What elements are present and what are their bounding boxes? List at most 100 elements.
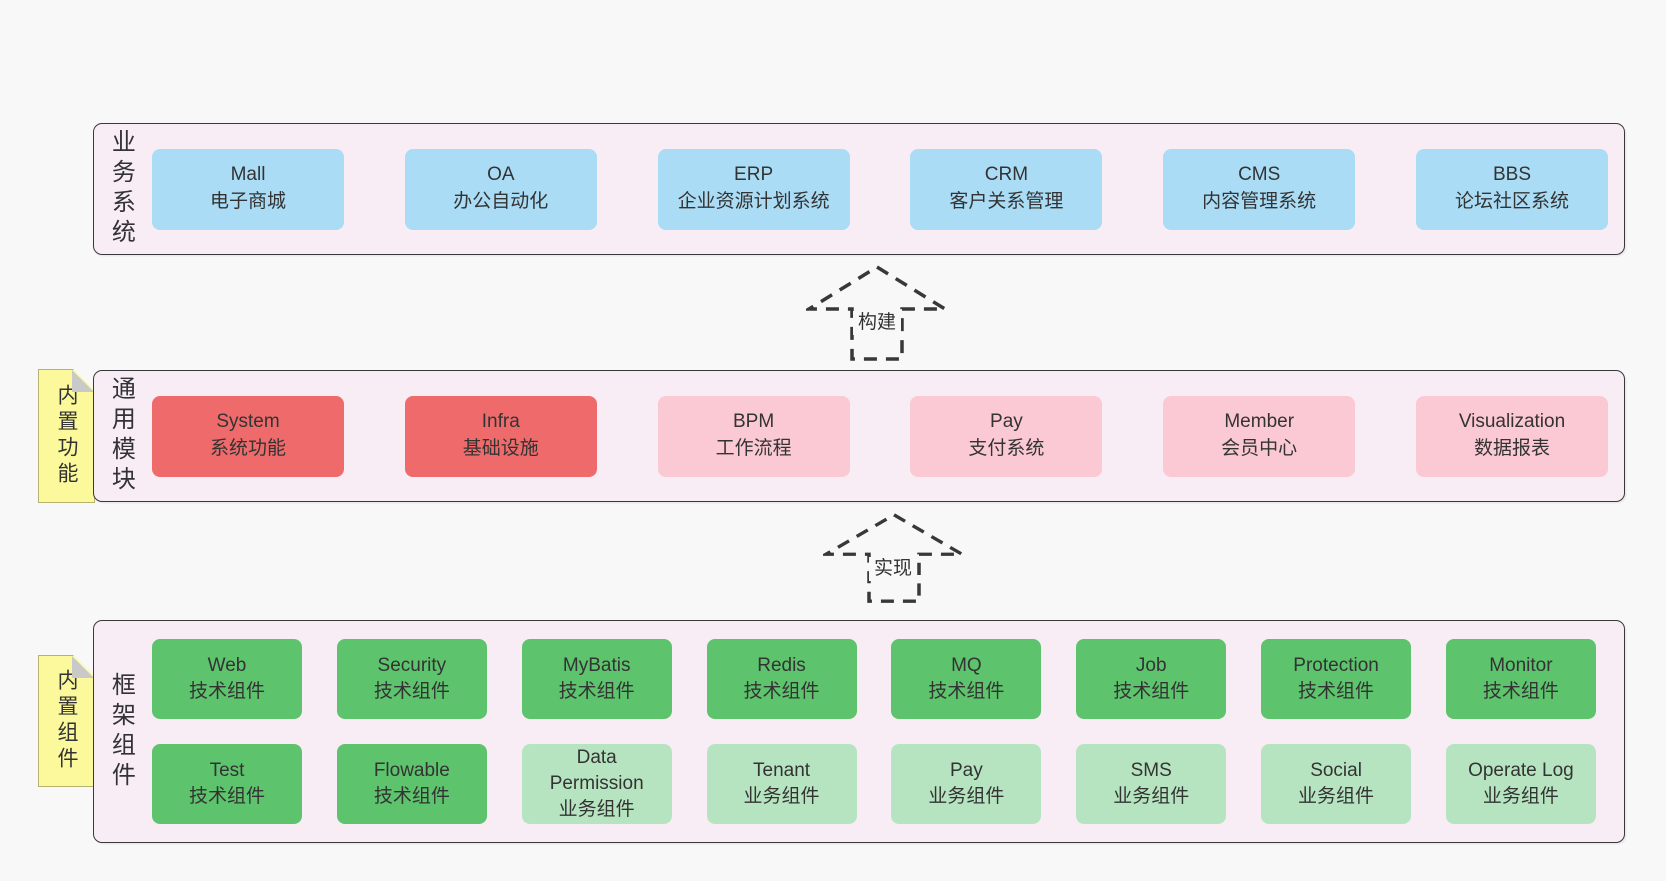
box-subtitle: 内容管理系统 bbox=[1202, 191, 1317, 212]
box-subtitle: 技术组件 bbox=[1113, 681, 1190, 702]
box-social: Social 业务组件 bbox=[1261, 744, 1412, 824]
box-crm: CRM 客户关系管理 bbox=[910, 148, 1103, 230]
box-subtitle: 业务组件 bbox=[743, 786, 820, 807]
box-title: Member bbox=[1224, 411, 1295, 433]
box-title: CMS bbox=[1238, 164, 1281, 186]
box-title: Job bbox=[1135, 654, 1167, 676]
box-subtitle: 技术组件 bbox=[188, 681, 265, 702]
box-title: MyBatis bbox=[562, 654, 631, 676]
box-title: CRM bbox=[984, 164, 1029, 186]
panel-business-systems: 业务系统 Mall 电子商城 OA 办公自动化 ERP 企业资源计划系统 CRM 客户关系管理… bbox=[93, 123, 1625, 255]
box-member: Member 会员中心 bbox=[1163, 395, 1356, 477]
box-bbs: BBS 论坛社区系统 bbox=[1415, 148, 1608, 230]
box-title: Operate Log bbox=[1468, 759, 1574, 781]
box-subtitle: 论坛社区系统 bbox=[1454, 191, 1569, 212]
box-title: BBS bbox=[1492, 164, 1531, 186]
box-cms: CMS 内容管理系统 bbox=[1163, 148, 1356, 230]
box-subtitle: 技术组件 bbox=[743, 681, 820, 702]
panel-label-business-systems: 业务系统 bbox=[107, 129, 135, 249]
box-title: Redis bbox=[757, 654, 806, 676]
box-title: Pay bbox=[990, 411, 1023, 433]
box-tenant: Tenant 业务组件 bbox=[706, 744, 857, 824]
panel-common-modules: 通用模块 System 系统功能 Infra 基础设施 BPM 工作流程 Pay 支付系统 Me… bbox=[93, 370, 1625, 502]
box-title: Mall bbox=[230, 164, 266, 186]
box-infra: Infra 基础设施 bbox=[404, 395, 597, 477]
box-operate-log: Operate Log 业务组件 bbox=[1445, 744, 1596, 824]
box-title: Security bbox=[377, 654, 447, 676]
box-title: OA bbox=[487, 164, 515, 186]
box-web: Web 技术组件 bbox=[152, 639, 302, 719]
box-mq: MQ 技术组件 bbox=[891, 639, 1042, 719]
arrow-implement-icon bbox=[823, 512, 965, 603]
arrow-build-label: 构建 bbox=[853, 311, 901, 335]
common-modules-box-row: System 系统功能 Infra 基础设施 BPM 工作流程 Pay 支付系统 Member 会… bbox=[146, 395, 1624, 477]
box-oa: OA 办公自动化 bbox=[404, 148, 597, 230]
box-subtitle: 业务组件 bbox=[1113, 786, 1190, 807]
box-title: BPM bbox=[733, 411, 775, 433]
box-subtitle: 数据报表 bbox=[1473, 438, 1550, 459]
box-subtitle: 技术组件 bbox=[373, 786, 450, 807]
box-title: Data Permission bbox=[549, 746, 644, 794]
box-subtitle: 业务组件 bbox=[1298, 786, 1375, 807]
box-pay: Pay 支付系统 bbox=[910, 395, 1103, 477]
box-bpm: BPM 工作流程 bbox=[657, 395, 850, 477]
box-subtitle: 电子商城 bbox=[209, 191, 286, 212]
box-subtitle: 系统功能 bbox=[209, 438, 286, 459]
box-title: MQ bbox=[951, 654, 982, 676]
arrow-implement-label: 实现 bbox=[869, 557, 917, 581]
box-title: Social bbox=[1310, 759, 1362, 781]
box-erp: ERP 企业资源计划系统 bbox=[657, 148, 850, 230]
box-subtitle: 办公自动化 bbox=[453, 191, 549, 212]
box-title: Tenant bbox=[753, 759, 811, 781]
box-subtitle: 技术组件 bbox=[558, 681, 635, 702]
arrow-build-icon bbox=[806, 264, 948, 361]
box-monitor: Monitor 技术组件 bbox=[1445, 639, 1596, 719]
box-title: Infra bbox=[481, 411, 520, 433]
box-subtitle: 企业资源计划系统 bbox=[677, 191, 830, 212]
box-subtitle: 工作流程 bbox=[715, 438, 792, 459]
box-title: Web bbox=[207, 654, 247, 676]
note-built-in-features-label: 内置功能 bbox=[55, 384, 78, 488]
box-subtitle: 会员中心 bbox=[1221, 438, 1298, 459]
box-title: Monitor bbox=[1489, 654, 1553, 676]
note-built-in-features: 内置功能 bbox=[38, 369, 95, 503]
note-fold-corner-icon bbox=[72, 656, 94, 678]
box-system: System 系统功能 bbox=[152, 395, 344, 477]
box-title: Test bbox=[209, 759, 245, 781]
box-subtitle: 支付系统 bbox=[968, 438, 1045, 459]
box-title: ERP bbox=[734, 164, 774, 186]
note-fold-corner-icon bbox=[72, 370, 94, 392]
box-subtitle: 技术组件 bbox=[188, 786, 265, 807]
panel-label-framework-components: 框架组件 bbox=[107, 671, 135, 792]
box-flowable: Flowable 技术组件 bbox=[336, 744, 487, 824]
box-test: Test 技术组件 bbox=[152, 744, 302, 824]
box-subtitle: 技术组件 bbox=[928, 681, 1005, 702]
box-title: Pay bbox=[950, 759, 983, 781]
panel-label-common-modules: 通用模块 bbox=[107, 376, 135, 496]
box-subtitle: 基础设施 bbox=[462, 438, 539, 459]
box-subtitle: 客户关系管理 bbox=[949, 191, 1064, 212]
box-subtitle: 业务组件 bbox=[928, 786, 1005, 807]
box-visualization: Visualization 数据报表 bbox=[1415, 395, 1608, 477]
box-redis: Redis 技术组件 bbox=[706, 639, 857, 719]
box-mybatis: MyBatis 技术组件 bbox=[521, 639, 672, 719]
box-title: Visualization bbox=[1458, 411, 1566, 433]
note-built-in-components-label: 内置组件 bbox=[55, 669, 78, 773]
box-subtitle: 业务组件 bbox=[1482, 786, 1559, 807]
box-mall: Mall 电子商城 bbox=[152, 148, 344, 230]
box-title: Flowable bbox=[373, 759, 450, 781]
note-built-in-components: 内置组件 bbox=[38, 655, 95, 787]
business-systems-box-row: Mall 电子商城 OA 办公自动化 ERP 企业资源计划系统 CRM 客户关系管理 CMS 内容… bbox=[146, 148, 1624, 230]
box-subtitle: 技术组件 bbox=[1482, 681, 1559, 702]
box-title: System bbox=[216, 411, 280, 433]
box-pay: Pay 业务组件 bbox=[891, 744, 1042, 824]
box-subtitle: 业务组件 bbox=[558, 799, 635, 821]
